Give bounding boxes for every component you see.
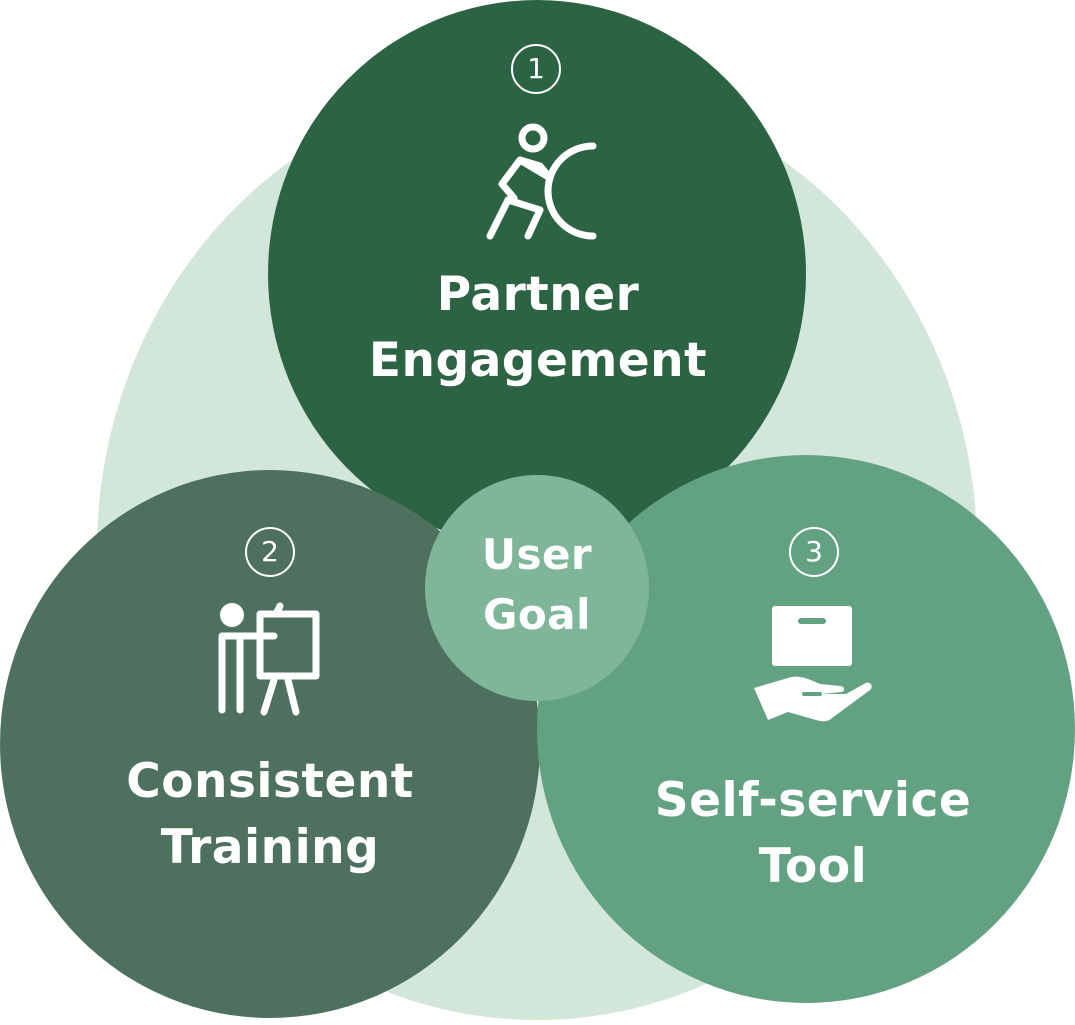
user-goal-label: User Goal <box>437 525 637 645</box>
step-number-2: 2 <box>245 527 295 577</box>
person-pushing-icon <box>486 123 597 240</box>
step-number-1: 1 <box>511 44 561 94</box>
label-line: Self-service <box>654 773 972 828</box>
presentation-trainer-icon <box>218 602 320 716</box>
label-line: Training <box>160 820 380 875</box>
label-line: User <box>481 530 593 579</box>
label-line: Engagement <box>368 333 708 388</box>
label-line: Goal <box>482 590 592 639</box>
step-number-3: 3 <box>789 527 839 577</box>
self-service-tool-label: Self-service Tool <box>613 768 1013 900</box>
user-goal-circle <box>425 475 649 701</box>
hand-with-box-icon <box>754 606 872 722</box>
label-line: Partner <box>436 267 640 322</box>
consistent-training-label: Consistent Training <box>70 749 470 881</box>
label-line: Tool <box>758 839 868 894</box>
partner-engagement-label: Partner Engagement <box>338 262 738 394</box>
label-line: Consistent <box>126 754 414 809</box>
